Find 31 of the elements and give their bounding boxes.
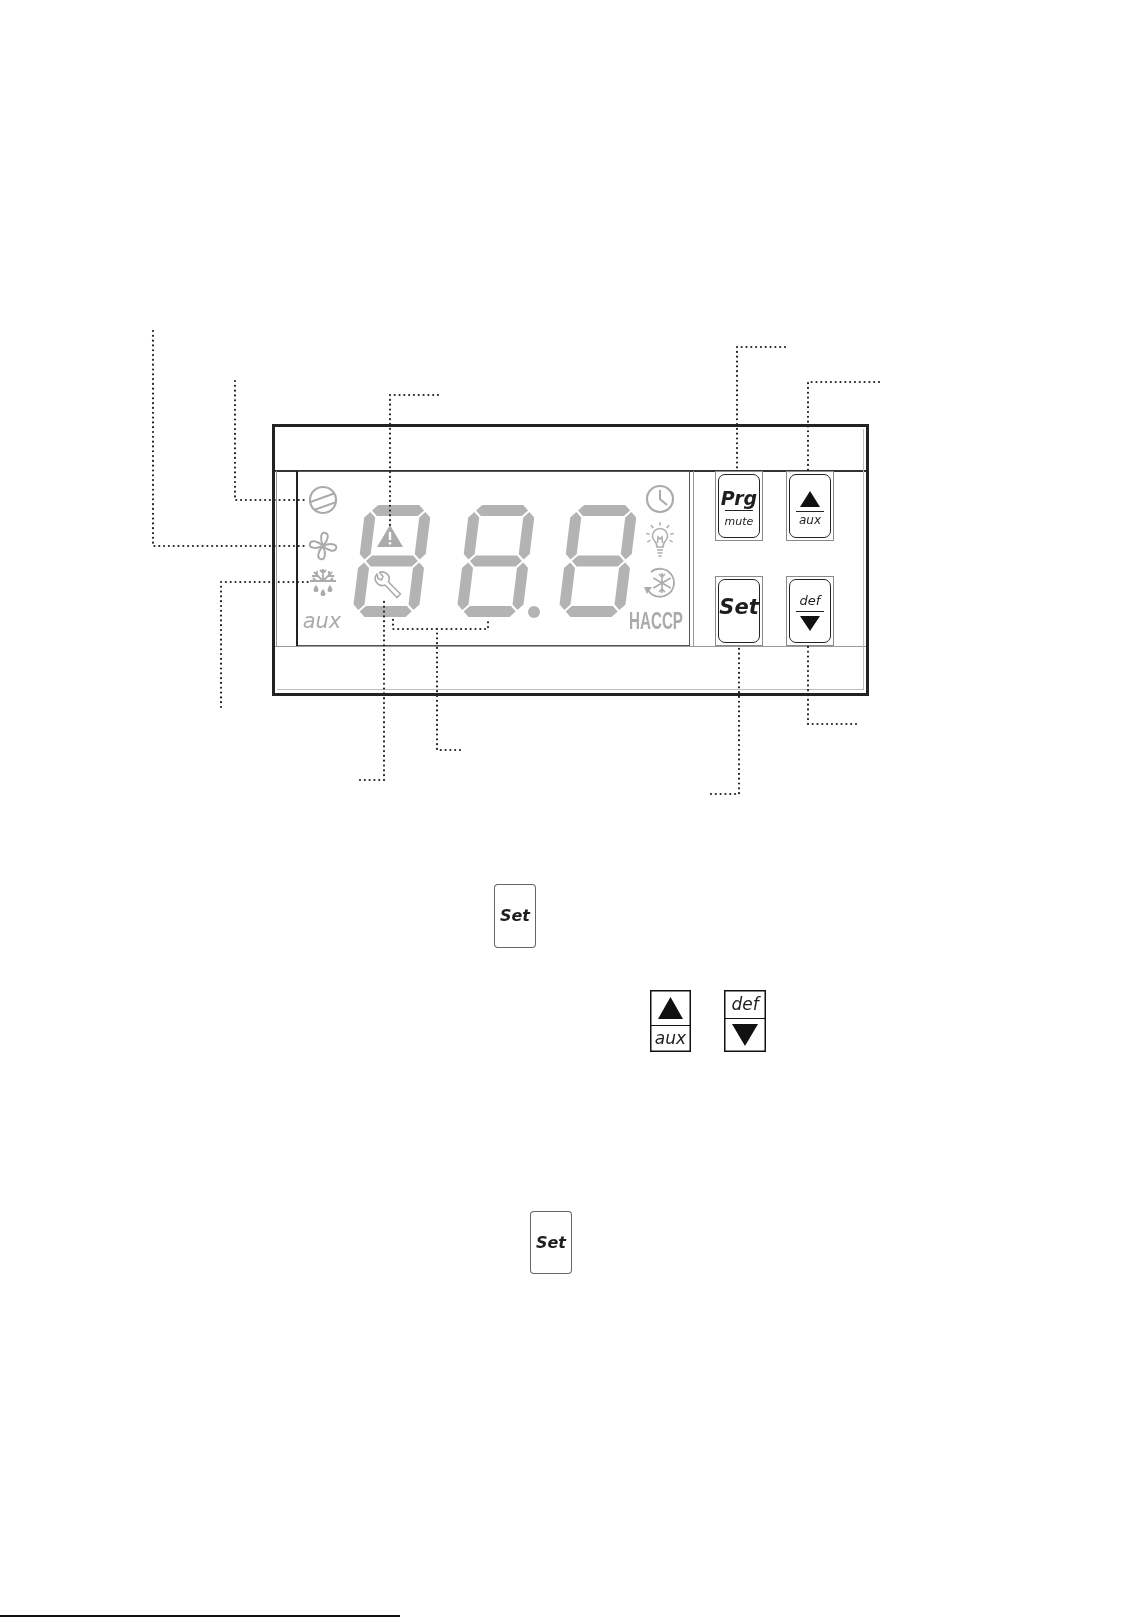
indicator-label: HACCP <box>629 609 683 633</box>
key-sublabel: def <box>731 995 759 1013</box>
warning-icon <box>377 525 403 547</box>
prg-key <box>715 471 763 541</box>
down-key <box>786 576 834 646</box>
up-key-symbol <box>650 990 691 1052</box>
wrench-icon <box>375 571 401 598</box>
controller-front-panel <box>272 424 869 696</box>
key-label: Set <box>536 1235 566 1251</box>
key-label: Set <box>500 908 530 924</box>
leader-line <box>219 580 310 709</box>
key-sublabel: mute <box>724 515 754 527</box>
key-sublabel: aux <box>654 1029 687 1047</box>
down-key-symbol <box>724 990 766 1052</box>
set-key-symbol <box>494 884 536 948</box>
key-sublabel: def <box>799 593 821 607</box>
compressor-icon <box>308 485 338 515</box>
leader-line <box>806 644 858 726</box>
set-key-symbol <box>530 1211 572 1274</box>
fan-icon <box>308 531 338 561</box>
key-label: Set <box>719 596 759 618</box>
key-sublabel: aux <box>798 514 822 526</box>
leader-line <box>391 616 490 752</box>
key-label: Prg <box>720 488 758 508</box>
lcd-display-window <box>296 471 690 646</box>
leader-line <box>806 380 881 473</box>
snowflake-drops-icon <box>308 568 338 598</box>
indicator-label: aux <box>302 610 342 632</box>
leader-line <box>388 393 440 527</box>
up-key <box>786 471 834 541</box>
set-key <box>715 576 763 646</box>
